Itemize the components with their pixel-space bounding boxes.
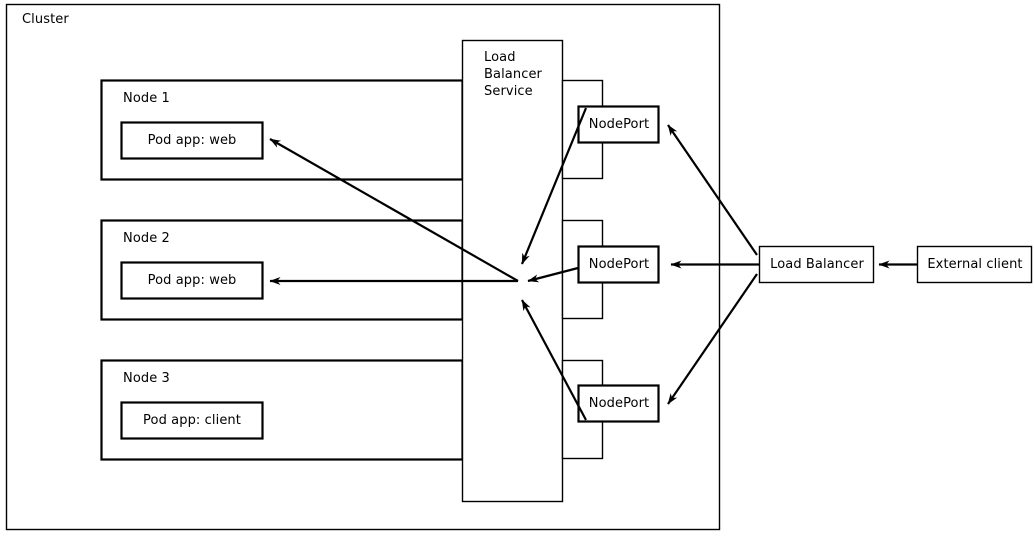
pod-label-1: Pod app: web [147, 133, 237, 148]
arrow-service-to-pod-1 [269, 138, 519, 282]
load-balancer-service-label-line-3: Service [484, 84, 533, 99]
load-balancer-service-box [461, 39, 564, 503]
pod-label-2: Pod app: web [147, 273, 237, 288]
nodeport-label-2: NodePort [588, 257, 650, 272]
nodeport-label-1: NodePort [588, 117, 650, 132]
load-balancer-service-label-line-2: Balancer [484, 67, 542, 82]
nodeport-box-1 [577, 105, 660, 144]
external-client-box [916, 245, 1033, 284]
cluster-label: Cluster [22, 12, 69, 27]
node-label-2: Node 2 [123, 231, 170, 246]
arrow-nodeport-2-to-service [527, 266, 579, 283]
pod-box-1 [120, 121, 264, 160]
node-label-1: Node 1 [123, 91, 170, 106]
external-client-label: External client [927, 257, 1023, 272]
arrow-loadbalancer-to-nodeport-3 [667, 273, 758, 405]
pod-box-3 [120, 401, 264, 440]
external-load-balancer-box [758, 245, 875, 284]
arrow-nodeport-3-to-service [521, 299, 587, 421]
nodeport-box-3 [577, 384, 660, 423]
nodeport-label-3: NodePort [588, 396, 650, 411]
arrow-loadbalancer-to-nodeport-1 [667, 124, 758, 256]
pod-label-3: Pod app: client [143, 413, 241, 428]
external-load-balancer-label: Load Balancer [770, 257, 864, 272]
arrow-nodeport-1-to-service [520, 107, 588, 265]
nodeport-box-2 [577, 245, 660, 284]
node-label-3: Node 3 [123, 371, 170, 386]
pod-box-2 [120, 261, 264, 300]
load-balancer-service-label-line-1: Load [484, 50, 516, 65]
